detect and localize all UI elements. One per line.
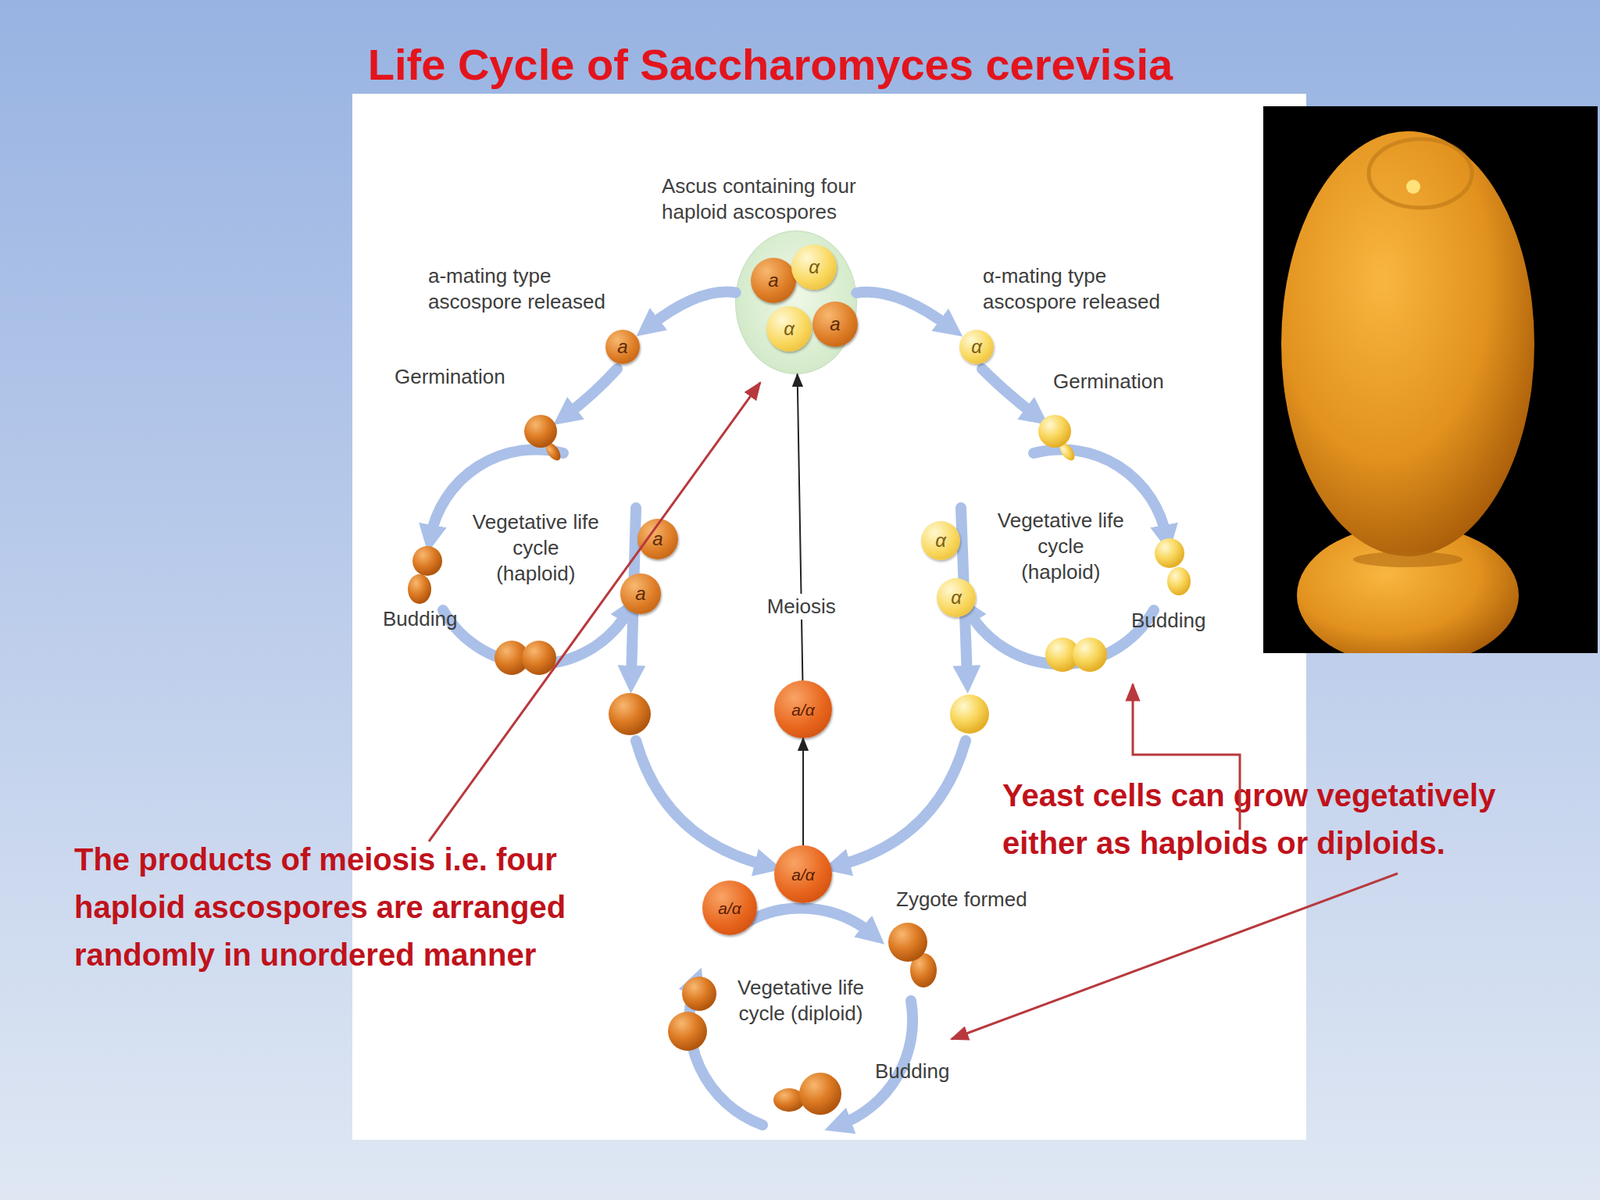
- ascus-sac: Ascus containing four haploid ascospores…: [735, 230, 858, 375]
- diploid-cell: [888, 922, 928, 962]
- leader-lines: [428, 382, 1398, 1040]
- diagram-label: Germination: [1053, 368, 1165, 395]
- connector: [797, 374, 804, 681]
- yeast-cell: α: [766, 306, 812, 352]
- node-heading: Ascus containing four haploid ascospores: [661, 173, 897, 225]
- annotation-note: Yeast cells can grow vegetatively either…: [1002, 771, 1573, 868]
- diagram-label: Budding: [1131, 607, 1206, 634]
- bud: [407, 574, 432, 604]
- bud: [521, 640, 557, 675]
- yeast-cell: a: [605, 329, 640, 365]
- budding-cell: [1154, 538, 1185, 568]
- yeast-cell: a: [637, 518, 679, 560]
- cell-label: α: [950, 588, 962, 608]
- germinating-cell: [1038, 414, 1072, 448]
- diagram-label: Zygote formed: [896, 886, 1028, 913]
- cell-label: a/α: [791, 701, 815, 718]
- connector: [648, 292, 736, 328]
- yeast-micrograph: [1281, 131, 1535, 654]
- connector: [856, 292, 950, 328]
- bud: [1167, 567, 1191, 596]
- mother-cell: [1281, 131, 1535, 557]
- cell-label: α: [935, 531, 947, 550]
- diagram-label: Budding: [382, 606, 458, 633]
- slide-title: Life Cycle of Saccharomyces cerevisia: [301, 39, 1240, 91]
- yeast-cell: a: [812, 301, 858, 347]
- cycle-arrow: [837, 740, 966, 866]
- germinating-cell: [524, 414, 558, 448]
- diagram-label: α-mating type ascospore released: [982, 263, 1171, 315]
- yeast-cell: α: [791, 244, 837, 290]
- cell-label: a/α: [791, 866, 815, 883]
- cell-label: α: [971, 337, 983, 357]
- cell-label: a/α: [717, 900, 742, 917]
- bud-scar: [1368, 139, 1472, 208]
- diploid-cell: [799, 1072, 842, 1115]
- cell-label: a: [767, 271, 779, 290]
- diagram-label: Vegetative life cycle (haploid): [996, 507, 1126, 586]
- yeast-photo: [1263, 106, 1598, 666]
- cell-label: a: [652, 529, 663, 549]
- diagram-label: Budding: [875, 1058, 950, 1085]
- cycle-arrow: [744, 908, 873, 935]
- cell-label: a: [635, 584, 646, 604]
- yeast-cell: α: [921, 521, 961, 561]
- cell-label: α: [808, 257, 820, 277]
- bud: [682, 976, 717, 1011]
- diagram-label: Vegetative life cycle (haploid): [471, 509, 601, 587]
- yeast-cell: a/α: [702, 880, 758, 936]
- edge-label: Meiosis: [764, 593, 840, 620]
- budding-cells: [407, 414, 1191, 1115]
- diagram-label: Vegetative life cycle (diploid): [722, 975, 879, 1027]
- leader-line: [951, 873, 1398, 1040]
- leader-line: [428, 382, 761, 842]
- diploid-cell: [667, 1011, 708, 1051]
- annotation-note: The products of meiosis i.e. four haploi…: [74, 835, 645, 979]
- yeast-cell: α: [936, 578, 976, 618]
- yeast-cell: a/α: [774, 845, 833, 904]
- bud: [1072, 637, 1108, 672]
- diagram-label: a-mating type ascospore released: [428, 263, 616, 315]
- cell-label: a: [617, 337, 628, 357]
- cycle-arrows: [430, 368, 1167, 1125]
- bud-neck: [1353, 551, 1463, 568]
- diagram-label: Germination: [394, 364, 506, 390]
- figure-panel: [352, 93, 1307, 1140]
- haploid-cell: [950, 694, 990, 734]
- yeast-cell: a: [620, 573, 661, 615]
- yeast-cell: a/α: [774, 680, 833, 739]
- yeast-cell: α: [959, 329, 994, 365]
- cycle-arrow: [635, 740, 768, 866]
- cycle-arrow: [982, 368, 1036, 416]
- bud-scar: [1406, 179, 1421, 194]
- cycle-arrow: [565, 368, 618, 416]
- cell-label: a: [829, 314, 840, 334]
- connector: [802, 738, 804, 846]
- leader-line: [1132, 684, 1240, 830]
- cell-label: α: [783, 319, 795, 339]
- haploid-cell: [608, 692, 651, 736]
- budding-cell: [412, 546, 443, 576]
- yeast-cell: a: [750, 257, 797, 304]
